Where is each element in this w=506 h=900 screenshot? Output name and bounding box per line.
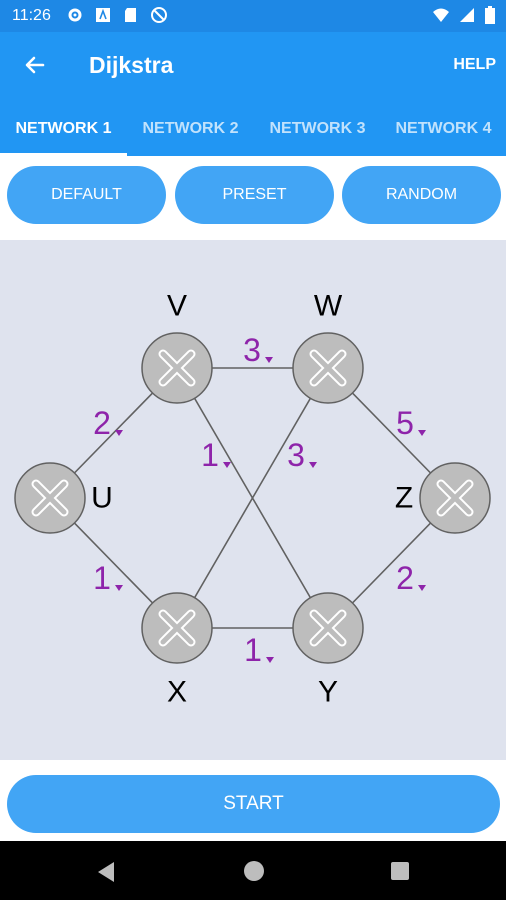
dropdown-triangle-icon (115, 430, 123, 436)
tab-network-4[interactable]: NETWORK 4 (395, 120, 492, 137)
start-button[interactable]: START (7, 775, 500, 833)
wifi-icon (432, 6, 450, 29)
edge-weight-u-x[interactable]: 1 (93, 560, 123, 596)
dropdown-triangle-icon (266, 657, 274, 663)
close-icon-inner (438, 481, 472, 515)
tab-network-3[interactable]: NETWORK 3 (269, 120, 366, 137)
dropdown-triangle-icon (265, 357, 273, 363)
graph-node-w[interactable] (292, 332, 364, 404)
dropdown-triangle-icon (115, 585, 123, 591)
tab-network-1[interactable]: NETWORK 1 (15, 120, 112, 137)
dropdown-triangle-icon (223, 462, 231, 468)
edge-weight-w-z[interactable]: 5 (396, 405, 426, 441)
close-icon-inner (311, 611, 345, 645)
back-button[interactable] (18, 50, 52, 84)
edge-weight-u-v[interactable]: 2 (93, 405, 123, 441)
edge-weight-value: 3 (287, 437, 305, 473)
tab-indicator (0, 153, 127, 156)
nav-bar (0, 841, 506, 900)
sd-card-icon (122, 6, 140, 29)
help-button[interactable]: HELP (453, 56, 496, 73)
close-icon-inner (311, 351, 345, 385)
edge-weight-value: 3 (243, 332, 261, 368)
edge-weight-x-y[interactable]: 1 (244, 632, 274, 668)
graph-edge-x-w (176, 367, 329, 629)
nav-recents-icon[interactable] (391, 862, 409, 880)
close-icon-inner (160, 611, 194, 645)
node-label-x: X (167, 676, 187, 709)
dropdown-triangle-icon (418, 585, 426, 591)
gear-icon (66, 6, 84, 29)
graph-node-z[interactable] (419, 462, 491, 534)
edge-weight-v-w[interactable]: 3 (243, 332, 273, 368)
status-time: 11:26 (12, 7, 51, 24)
preset-button-row: DEFAULT PRESET RANDOM (0, 156, 506, 238)
dropdown-triangle-icon (309, 462, 317, 468)
node-label-y: Y (318, 676, 338, 709)
status-bar: 11:26 (0, 0, 506, 32)
edge-weight-value: 2 (396, 560, 414, 596)
nav-back-icon[interactable] (96, 861, 116, 888)
random-button[interactable]: RANDOM (342, 166, 501, 224)
edge-weight-v-y[interactable]: 1 (201, 437, 231, 473)
app-bar: Dijkstra HELP (0, 32, 506, 100)
graph-node-x[interactable] (141, 592, 213, 664)
edge-weight-value: 1 (201, 437, 219, 473)
node-label-z: Z (395, 482, 413, 515)
close-icon-inner (33, 481, 67, 515)
close-icon-inner (160, 351, 194, 385)
preset-button[interactable]: PRESET (175, 166, 334, 224)
arrow-left-icon (23, 53, 47, 82)
node-label-u: U (91, 482, 113, 515)
edge-weight-x-w[interactable]: 3 (287, 437, 317, 473)
dropdown-triangle-icon (418, 430, 426, 436)
status-icons-right (432, 6, 496, 29)
graph-node-v[interactable] (141, 332, 213, 404)
tab-bar: NETWORK 1 NETWORK 2 NETWORK 3 NETWORK 4 (0, 100, 506, 156)
node-label-w: W (314, 290, 343, 323)
status-icons-left (66, 6, 168, 29)
graph-node-u[interactable] (14, 462, 86, 534)
edge-weight-value: 2 (93, 405, 111, 441)
edge-weight-value: 5 (396, 405, 414, 441)
edge-weight-value: 1 (93, 560, 111, 596)
font-icon (94, 6, 112, 29)
no-disturb-icon (150, 6, 168, 29)
node-label-v: V (167, 290, 187, 323)
edge-weight-y-z[interactable]: 2 (396, 560, 426, 596)
battery-icon (484, 6, 496, 29)
nav-home-icon[interactable] (244, 861, 264, 881)
tab-network-2[interactable]: NETWORK 2 (142, 120, 239, 137)
default-button[interactable]: DEFAULT (7, 166, 166, 224)
edge-weight-value: 1 (244, 632, 262, 668)
app-title: Dijkstra (89, 52, 174, 78)
signal-icon (458, 6, 476, 29)
graph-node-y[interactable] (292, 592, 364, 664)
